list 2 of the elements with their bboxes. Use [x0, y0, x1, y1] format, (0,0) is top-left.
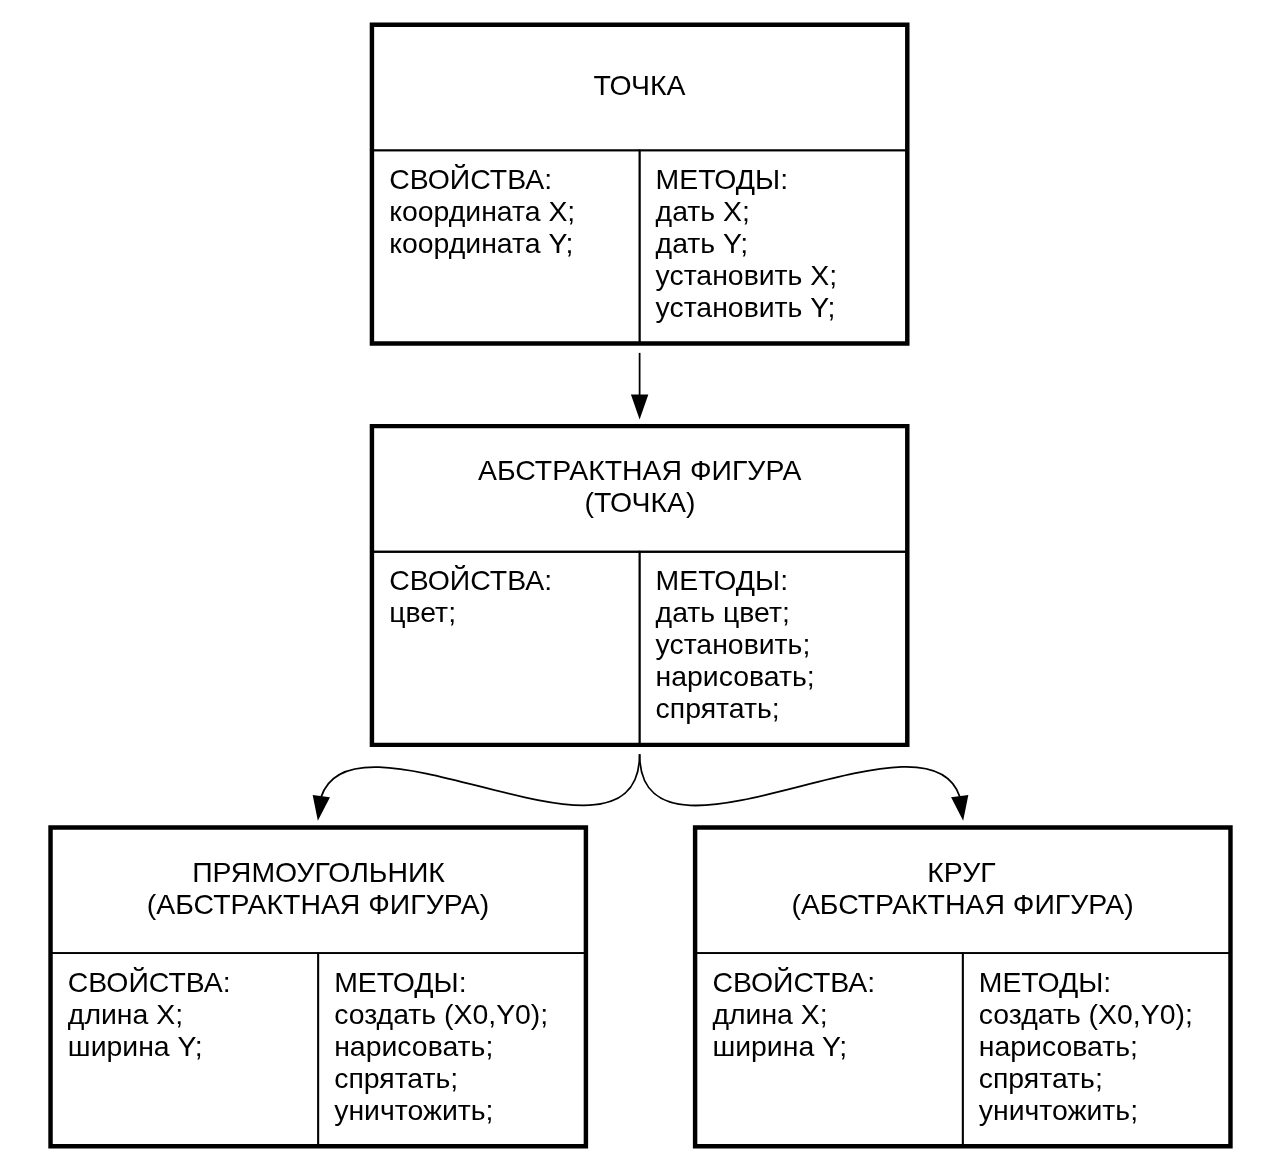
- arrow: [630, 352, 648, 420]
- arrow: [638, 753, 968, 821]
